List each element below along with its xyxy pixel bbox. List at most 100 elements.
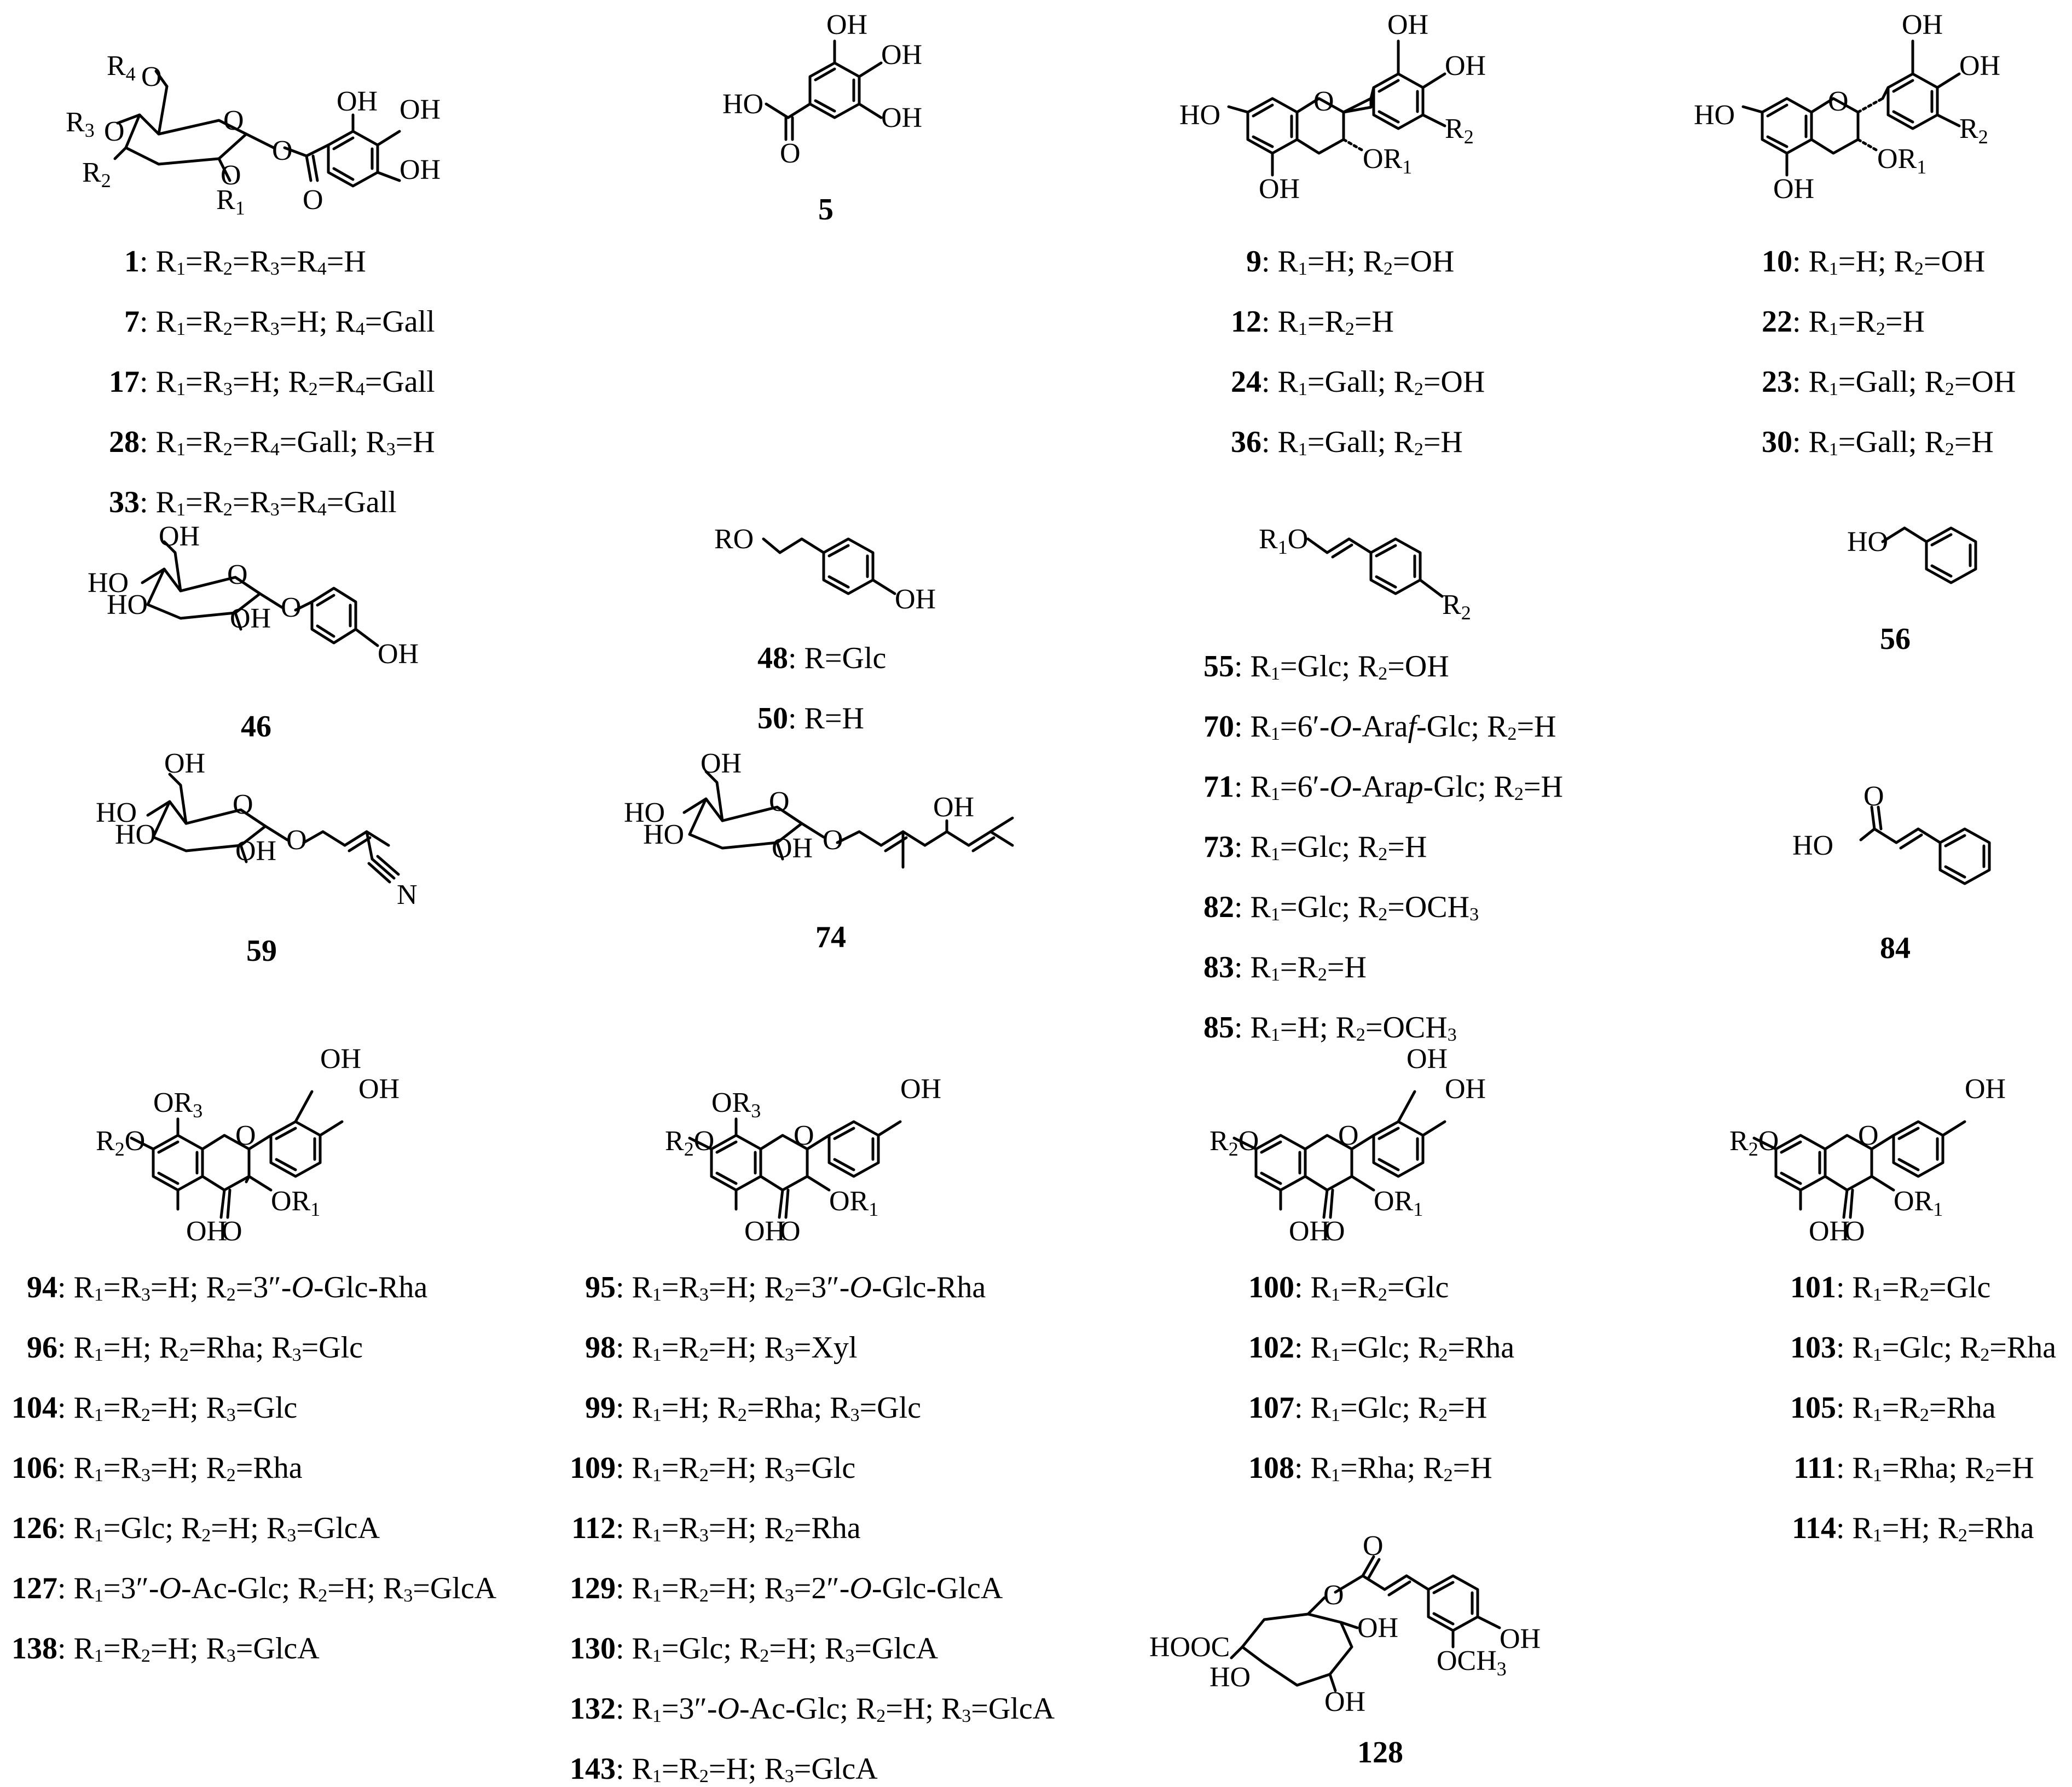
substituent-row: 30: R1=Gall; R2=H [1762,427,1994,459]
substituent-text: : R1=R2=H [1792,305,1925,339]
substituent-text: : R1=R2=Glc [1294,1270,1449,1305]
substituent-text: : R1=H; R2=Rha; R3=Glc [616,1391,921,1425]
atom-label: HO [1694,100,1735,131]
substituent-text: : R1=R2=Glc [1836,1270,1991,1305]
atom-label: O [823,825,843,856]
compound-number: 59 [246,934,277,968]
substituent-row: 9: R1=H; R2=OH [1246,246,1454,279]
compound-number: 95 [585,1270,616,1304]
structure-benzyl-alcohol [1881,526,1977,584]
substituent-row: 127: R1=3″-O-Ac-Glc; R2=H; R3=GlcA [11,1573,496,1605]
atom-label: OH [744,1216,786,1247]
substituent-row: 98: R1=R2=H; R3=Xyl [585,1332,857,1365]
compound-number: 129 [570,1571,616,1605]
atom-label: OH [230,603,271,634]
atom-label: OR1 [1894,1186,1943,1220]
atom-label: OH [895,584,936,615]
compound-number: 73 [1203,830,1234,864]
atom-label: O [1863,781,1884,812]
substituent-text: : R1=H; R2=Rha; R3=Glc [57,1331,363,1365]
atom-label: OH [378,639,419,670]
atom-label: OH [164,748,206,779]
compound-number: 104 [11,1391,57,1425]
atom-label: O [1844,1216,1865,1247]
atom-label: OH [1500,1623,1541,1655]
atom-label: O [222,1216,242,1247]
compound-number: 130 [570,1632,616,1666]
atom-label: R1O [1259,524,1309,558]
substituent-text: : R1=R3=H; R2=3″-O-Glc-Rha [616,1270,986,1305]
atom-label: HO [624,797,665,828]
atom-label: OH [881,39,923,71]
atom-label: OCH3 [1437,1645,1507,1680]
compound-number: 99 [585,1391,616,1425]
compound-number: 98 [585,1331,616,1365]
substituent-row: 132: R1=3″-O-Ac-Glc; R2=H; R3=GlcA [570,1693,1055,1726]
compound-number: 106 [11,1451,57,1485]
compound-number: 12 [1231,305,1261,339]
substituent-text: : R1=Rha; R2=H [1294,1451,1492,1486]
compound-number: 132 [570,1692,616,1726]
substituent-row: 12: R1=R2=H [1231,306,1394,339]
structure-terpene-glucoside [682,770,1014,869]
compound-number: 70 [1203,710,1234,744]
compound-number: 46 [241,710,271,744]
substituent-text: : R1=R2=H; R3=Glc [57,1391,298,1425]
substituent-row: 73: R1=Glc; R2=H [1203,832,1427,864]
structure-flavonol-8-kaempferol [688,1117,902,1219]
compound-number: 114 [1792,1511,1836,1545]
compound-number: 30 [1762,425,1792,459]
atom-label: O [286,825,307,856]
compound-number: 101 [1790,1270,1836,1304]
substituent-row: 48: R=Glc [757,643,886,674]
atom-label: OR1 [829,1186,879,1220]
atom-label: HO [722,89,764,120]
substituent-text: : R1=R3=H; R2=R4=Gall [140,365,435,399]
compound-number: 55 [1203,649,1234,683]
atom-label: O [1313,86,1334,117]
substituent-row: 102: R1=Glc; R2=Rha [1248,1332,1514,1365]
substituent-row: 71: R1=6′-O-Arap-Glc; R2=H [1203,771,1563,804]
substituent-text: : R1=Glc; R2=Rha [1836,1331,2057,1365]
atom-label: OH [400,154,441,185]
compound-number: 126 [11,1511,57,1545]
atom-label: R2 [1959,113,1988,148]
atom-label: OH [881,102,923,134]
atom-label: OH [1324,1686,1366,1718]
structure-flavonol-kaempferol [1752,1120,1966,1219]
atom-label: O [780,138,801,169]
substituent-row: 143: R1=R2=H; R3=GlcA [570,1754,878,1786]
compound-number: 108 [1248,1451,1294,1485]
substituent-text: : R1=R3=H; R2=3″-O-Glc-Rha [57,1270,428,1305]
substituent-text: : R1=Gall; R2=H [1261,425,1463,460]
compound-number: 17 [109,365,140,399]
substituent-text: : R1=6′-O-Araf-Glc; R2=H [1234,710,1556,744]
substituent-text: : R1=H; R2=OCH3 [1234,1011,1457,1045]
atom-label: OH [1773,173,1815,205]
compound-number: 128 [1357,1736,1403,1769]
substituent-row: 101: R1=R2=Glc [1790,1272,1990,1304]
substituent-row: 28: R1=R2=R4=Gall; R3=H [109,427,435,459]
substituent-text: : R1=R2=Rha [1836,1391,1996,1425]
atom-label: R2O [96,1125,146,1160]
atom-label: R4 [107,50,136,85]
substituent-text: : R1=3″-O-Ac-Glc; R2=H; R3=GlcA [57,1571,497,1606]
substituent-row: 70: R1=6′-O-Araf-Glc; R2=H [1203,711,1556,744]
atom-label: O [233,789,253,820]
structure-tyrosol [762,537,896,595]
structure-flavonol-quercetin [1232,1090,1446,1219]
atom-label: R3 [66,107,95,141]
atom-label: O [272,135,293,166]
substituent-text: : R1=Gall; R2=OH [1261,365,1485,399]
compound-number: 100 [1248,1270,1294,1304]
atom-label: OR3 [153,1087,203,1122]
atom-label: OH [400,94,441,125]
substituent-row: 50: R=H [757,703,864,734]
atom-label: OR1 [1374,1186,1423,1220]
substituent-row: 33: R1=R2=R3=R4=Gall [109,487,397,519]
atom-label: R2O [665,1125,715,1160]
substituent-row: 111: R1=Rha; R2=H [1793,1453,2034,1485]
structure-styryl [1306,537,1444,598]
